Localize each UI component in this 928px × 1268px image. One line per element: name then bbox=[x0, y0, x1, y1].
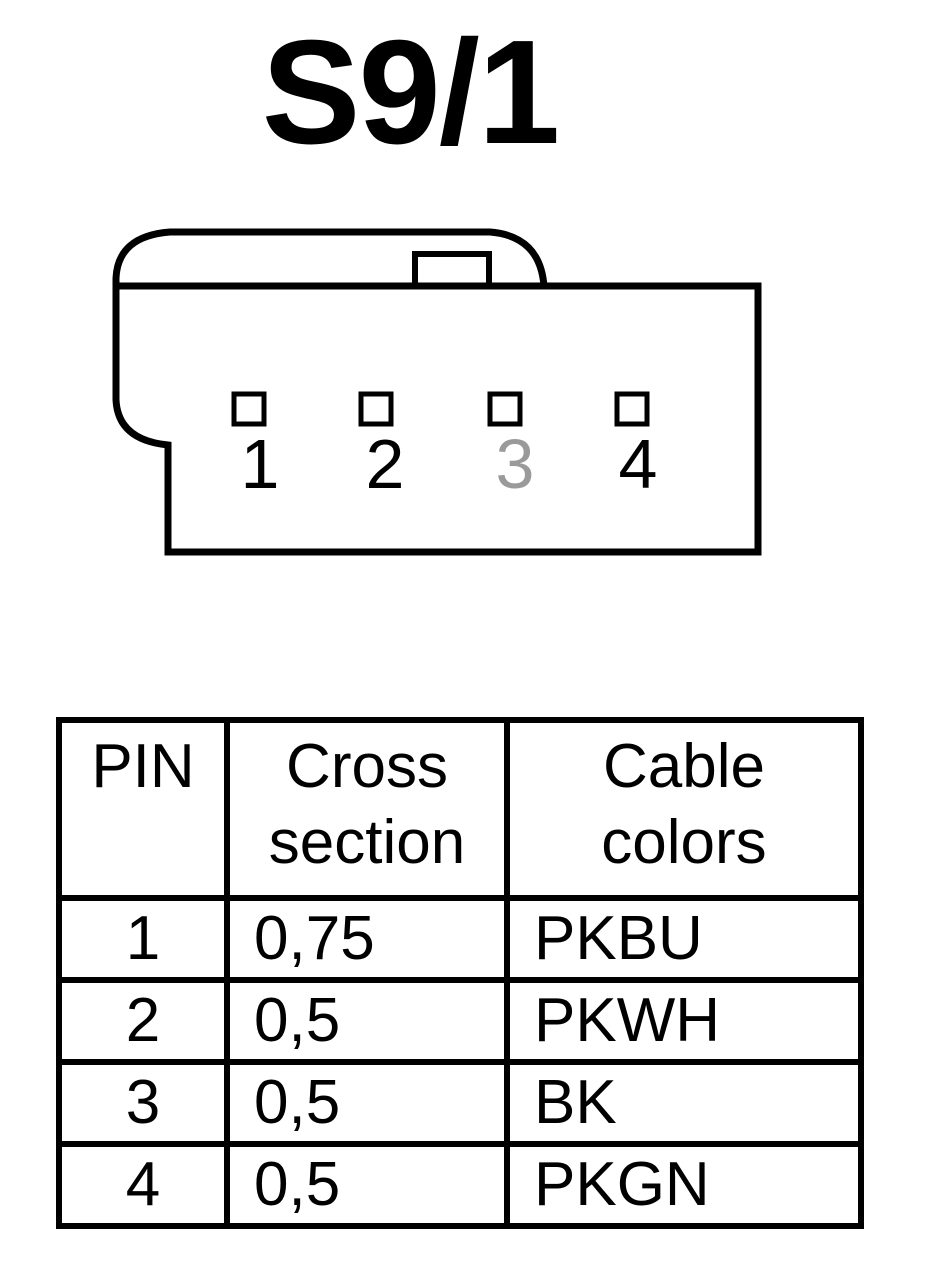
connector-latch-tab bbox=[412, 251, 492, 289]
cell-cross-section: 0,5 bbox=[224, 1141, 510, 1229]
pin-label-4: 4 bbox=[619, 425, 658, 503]
header-cross-section: Cross section bbox=[224, 717, 510, 901]
pin-square-4 bbox=[614, 391, 650, 427]
table-row: 4 0,5 PKGN bbox=[56, 1141, 864, 1229]
table-row: 3 0,5 BK bbox=[56, 1059, 864, 1147]
header-pin: PIN bbox=[56, 717, 230, 901]
cell-pin: 1 bbox=[56, 895, 230, 983]
pin-square-2 bbox=[358, 391, 394, 427]
table-header-row: PIN Cross section Cable colors bbox=[56, 717, 864, 901]
connector-latch-outline bbox=[112, 228, 548, 287]
header-cable-colors: Cable colors bbox=[504, 717, 864, 901]
cell-cross-section: 0,75 bbox=[224, 895, 510, 983]
pin-label-3: 3 bbox=[496, 425, 535, 503]
pin-square-3 bbox=[487, 391, 523, 427]
cell-cross-section: 0,5 bbox=[224, 1059, 510, 1147]
cell-cable-color: PKWH bbox=[504, 977, 864, 1065]
cell-pin: 3 bbox=[56, 1059, 230, 1147]
table-row: 2 0,5 PKWH bbox=[56, 977, 864, 1065]
pin-label-2: 2 bbox=[366, 425, 405, 503]
cell-cable-color: PKGN bbox=[504, 1141, 864, 1229]
cell-pin: 2 bbox=[56, 977, 230, 1065]
connector-title: S9/1 bbox=[261, 10, 560, 175]
cell-cable-color: PKBU bbox=[504, 895, 864, 983]
connector-diagram: 1 2 3 4 bbox=[112, 228, 762, 556]
cell-cross-section: 0,5 bbox=[224, 977, 510, 1065]
pin-square-1 bbox=[231, 391, 267, 427]
pin-label-1: 1 bbox=[241, 425, 280, 503]
pin-assignment-table: PIN Cross section Cable colors 1 0,75 PK… bbox=[56, 717, 864, 1229]
cell-pin: 4 bbox=[56, 1141, 230, 1229]
cell-cable-color: BK bbox=[504, 1059, 864, 1147]
table-row: 1 0,75 PKBU bbox=[56, 895, 864, 983]
connector-housing bbox=[112, 282, 762, 556]
